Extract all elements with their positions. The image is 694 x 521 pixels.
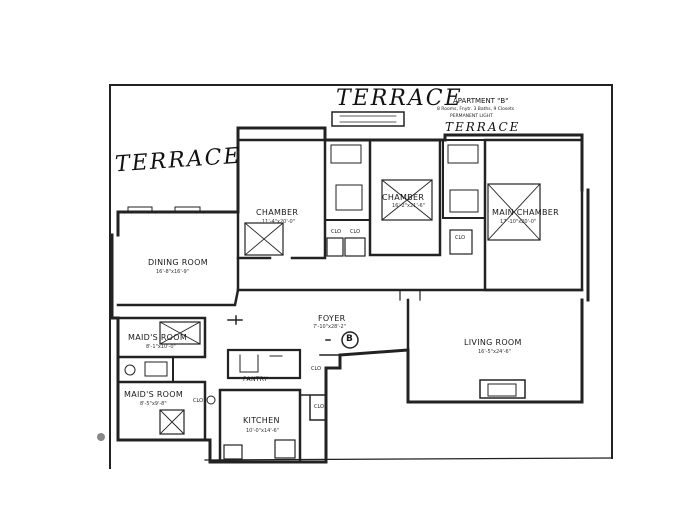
chamber-mid-bed (381, 179, 433, 221)
fireplace (479, 379, 526, 399)
closet-label: CLO (331, 229, 342, 235)
closet-label: CLO (455, 235, 466, 241)
entry-marker-circle (341, 331, 359, 349)
room-foyer-dim: 7'-10"x28'-2" (313, 324, 347, 330)
pantry-wall (226, 348, 302, 380)
bath-left (324, 139, 371, 221)
bottom-line (204, 457, 613, 461)
room-kitchen-label: KITCHEN (243, 416, 280, 425)
maids-room-2-wall (116, 380, 207, 442)
closet-label: CLO (314, 404, 325, 410)
main-chamber-bed (487, 183, 541, 241)
room-dining-dim: 16'-8"x16'-9" (156, 269, 190, 275)
closet-label: CLO (350, 229, 361, 235)
closet-label: CLO (311, 366, 322, 372)
room-chamber-mid-dim: 16'-2"x21'-6" (392, 203, 426, 209)
terrace-label-right: TERRACE (445, 120, 521, 134)
apartment-permanent: PERMANENT LIGHT (450, 114, 493, 119)
terrace-rail-top (331, 111, 405, 127)
room-kitchen-dim: 10'-0"x14'-6" (246, 428, 280, 434)
entry-marker-letter: B (346, 334, 354, 344)
chamber-mid-wall (368, 138, 442, 257)
room-chamber-mid-label: CHAMBER (382, 193, 425, 202)
apartment-title: APARTMENT "B" (453, 97, 509, 105)
building-outline (110, 126, 590, 464)
chamber-left-bed (244, 222, 284, 256)
room-maids-1-dim: 8'-1"x10'-0" (146, 344, 176, 350)
kitchen-wall (218, 388, 302, 464)
dining-window (127, 206, 201, 213)
room-maids-2-label: MAID'S ROOM (124, 390, 184, 399)
room-maids-1-label: MAID'S ROOM (128, 333, 188, 342)
room-foyer-label: FOYER (318, 314, 346, 323)
room-maids-2-dim: 8'-5"x9'-8" (140, 401, 167, 407)
outer-border (109, 84, 613, 469)
room-dining-label: DINING ROOM (148, 258, 208, 267)
bath-right (442, 139, 486, 219)
room-main-chamber-dim: 17'-10"x20'-0" (500, 219, 537, 225)
stray-dot (97, 433, 105, 441)
terrace-label-top: TERRACE (336, 86, 463, 111)
chamber-left-wall (236, 138, 327, 260)
closet-label: CLO (193, 398, 204, 404)
room-main-chamber-label: MAIN CHAMBER (492, 208, 559, 217)
room-chamber-left-label: CHAMBER (256, 208, 299, 217)
room-living-label: LIVING ROOM (464, 338, 522, 347)
room-living-dim: 16'-5"x24'-6" (478, 349, 512, 355)
room-pantry-label: PANTRY (243, 376, 268, 383)
room-chamber-left-dim: 11'-4"x20'-0" (262, 219, 296, 225)
apartment-details: 8 Rooms, Fnytr. 3 Baths, 9 Closets (437, 107, 515, 112)
